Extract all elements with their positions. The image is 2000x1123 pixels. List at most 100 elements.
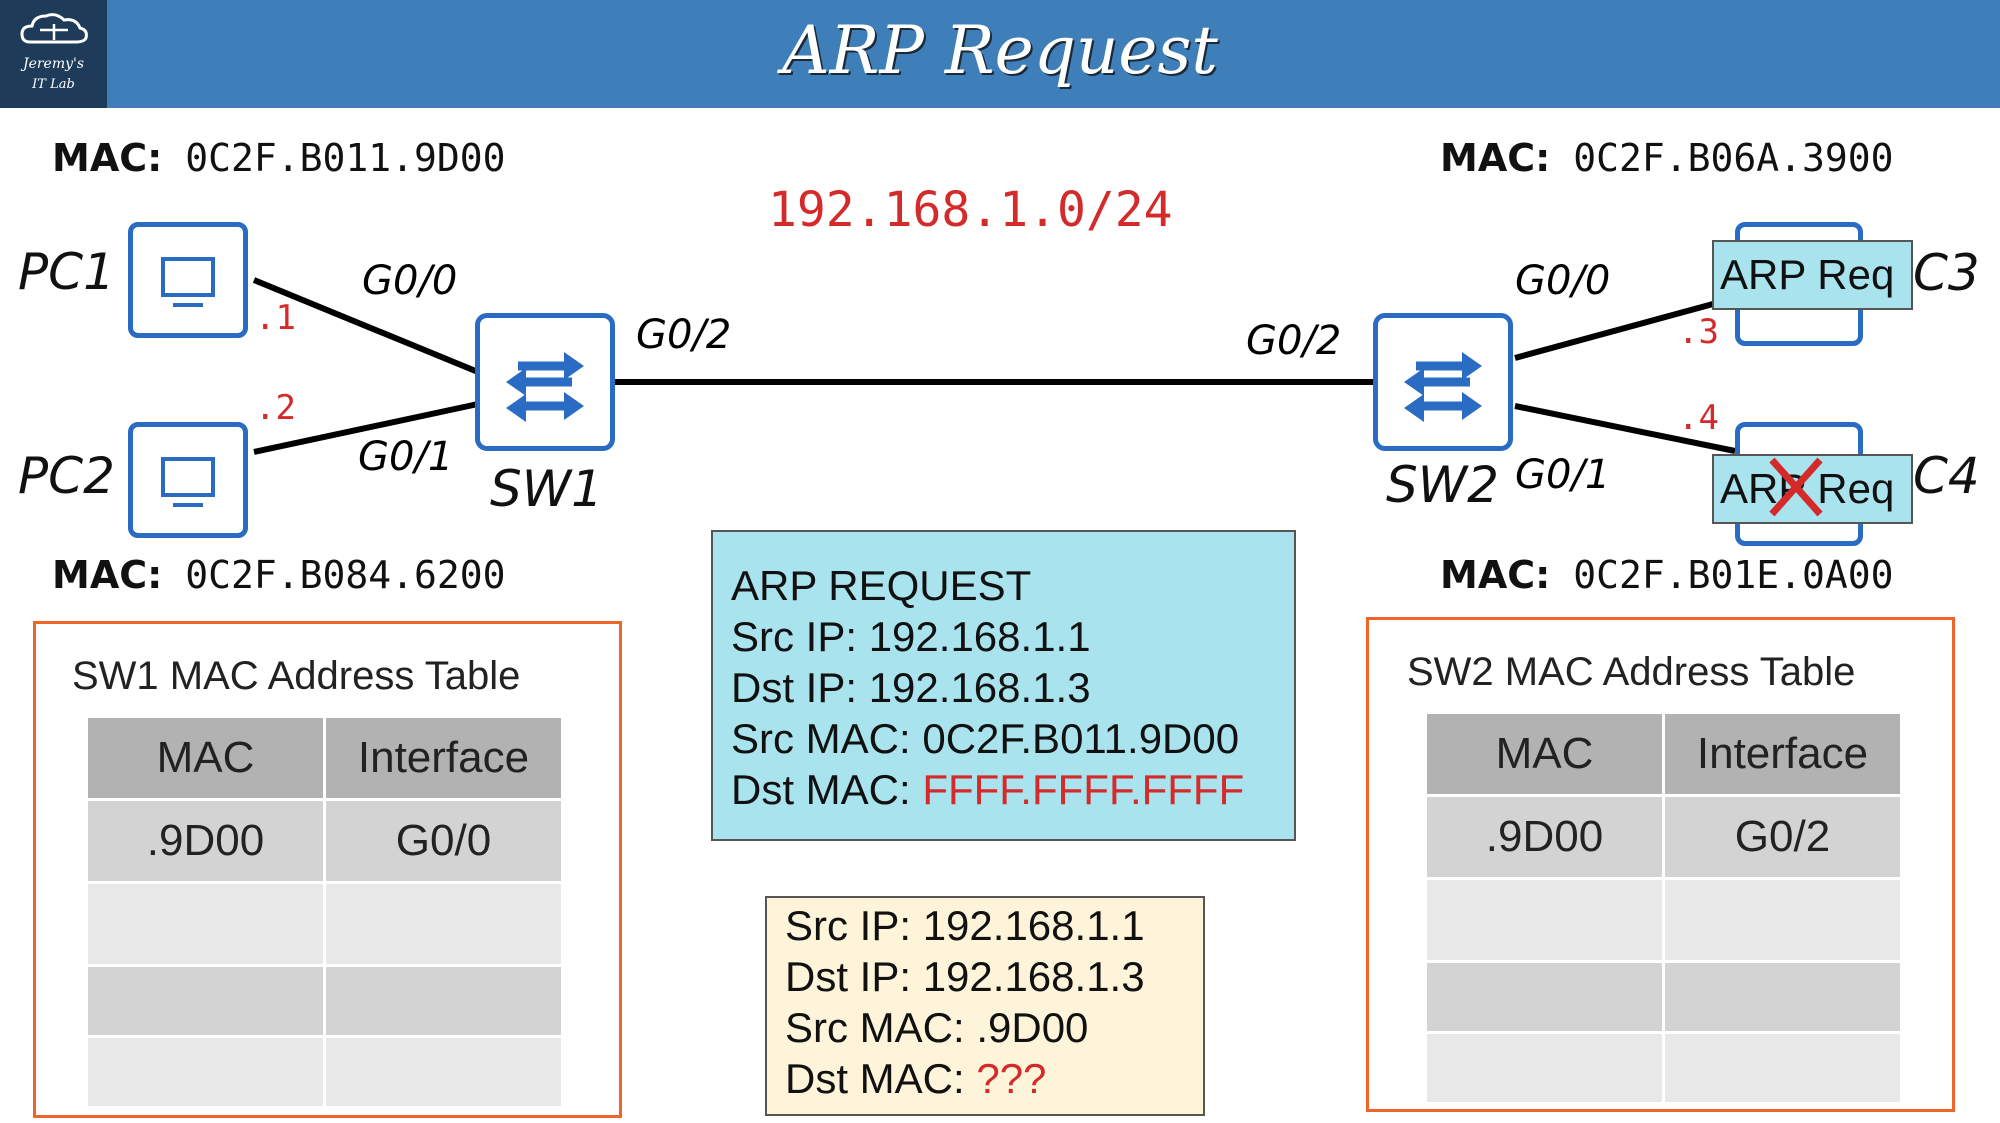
table-row (1427, 963, 1900, 1031)
field-value: 192.168.1.3 (868, 664, 1091, 711)
logo-text-line1: Jeremy's (22, 56, 85, 72)
logo: Jeremy's IT Lab (0, 0, 107, 108)
field-label: Src IP: (785, 902, 912, 949)
pc2-label: PC2 (18, 447, 115, 505)
field-value: .9D00 (976, 1004, 1089, 1051)
pkt-src-mac: Src MAC: .9D00 (785, 1002, 1145, 1053)
pc1-mac-label: MAC: 0C2F.B011.9D00 (52, 136, 506, 180)
table-cell: .9D00 (1427, 797, 1662, 877)
table-header-cell: Interface (326, 718, 561, 798)
table-header-row: MAC Interface (1427, 714, 1900, 794)
table-row (1427, 1034, 1900, 1102)
sw2-label: SW2 (1386, 456, 1499, 514)
sw1-table-title: SW1 MAC Address Table (72, 654, 521, 698)
pc1-mac-value: 0C2F.B011.9D00 (185, 136, 506, 180)
arp-src-mac: Src MAC: 0C2F.B011.9D00 (731, 713, 1244, 764)
field-label: Src MAC: (731, 715, 911, 762)
table-cell (1427, 880, 1662, 960)
logo-text-line2: IT Lab (32, 77, 75, 92)
field-value: 192.168.1.1 (868, 613, 1091, 660)
table-row: .9D00 G0/2 (1427, 797, 1900, 877)
page-title: ARP Request (782, 12, 1218, 89)
sw1-label: SW1 (490, 460, 603, 518)
pc4-ip-suffix: .4 (1678, 398, 1719, 438)
field-value: 192.168.1.1 (922, 902, 1145, 949)
table-row (88, 1038, 561, 1106)
pc2-mac-label: MAC: 0C2F.B084.6200 (52, 553, 506, 597)
table-cell (1665, 880, 1900, 960)
pc3-label: C3 (1913, 244, 1980, 302)
table-header-cell: Interface (1665, 714, 1900, 794)
table-cell: G0/0 (326, 801, 561, 881)
computer-icon (161, 457, 215, 507)
pc3-ip-suffix: .3 (1678, 312, 1719, 352)
broadcast-mac: FFFF.FFFF.FFFF (922, 766, 1245, 813)
sw2-table-title: SW2 MAC Address Table (1407, 650, 1856, 694)
pc4-mac-value: 0C2F.B01E.0A00 (1573, 553, 1894, 597)
table-cell (1665, 963, 1900, 1031)
arp-request-box: ARP REQUEST Src IP: 192.168.1.1 Dst IP: … (711, 530, 1296, 841)
table-cell (1427, 1034, 1662, 1102)
cloud-logo-icon (20, 13, 88, 44)
sw1-g02-label: G0/2 (636, 312, 732, 358)
sw2-g01-label: G0/1 (1515, 452, 1611, 498)
mac-label-prefix: MAC: (52, 136, 163, 180)
table-header-row: MAC Interface (88, 718, 561, 798)
pc3-mac-value: 0C2F.B06A.3900 (1573, 136, 1894, 180)
packet-header-box: Src IP: 192.168.1.1 Dst IP: 192.168.1.3 … (765, 896, 1205, 1116)
pc2-ip-suffix: .2 (255, 388, 296, 428)
pc2-device[interactable] (128, 422, 248, 538)
sw1-g01-label: G0/1 (358, 434, 454, 480)
pc4-mac-label: MAC: 0C2F.B01E.0A00 (1440, 553, 1894, 597)
table-row (1427, 880, 1900, 960)
pc4-label: C4 (1913, 447, 1980, 505)
field-label: Dst MAC: (785, 1055, 965, 1102)
table-cell: G0/2 (1665, 797, 1900, 877)
table-header-cell: MAC (88, 718, 323, 798)
table-cell: .9D00 (88, 801, 323, 881)
pc1-device[interactable] (128, 222, 248, 338)
field-label: Dst MAC: (731, 766, 911, 813)
pc1-ip-suffix: .1 (255, 298, 296, 338)
pkt-dst-mac: Dst MAC: ??? (785, 1053, 1145, 1104)
sw2-g02-label: G0/2 (1246, 318, 1342, 364)
sw2-mac-table: MAC Interface .9D00 G0/2 (1424, 711, 1903, 1105)
field-value: 0C2F.B011.9D00 (922, 715, 1240, 762)
sw2-device[interactable] (1373, 313, 1513, 451)
table-cell (1427, 963, 1662, 1031)
table-cell (88, 1038, 323, 1106)
field-label: Src MAC: (785, 1004, 965, 1051)
switch-icon (1404, 352, 1482, 422)
sw2-mac-table-panel: SW2 MAC Address Table MAC Interface .9D0… (1366, 617, 1955, 1112)
mac-label-prefix: MAC: (1440, 553, 1551, 597)
dropped-x-icon (1769, 457, 1823, 517)
field-label: Dst IP: (785, 953, 912, 1000)
table-row (88, 967, 561, 1035)
arp-request-title: ARP REQUEST (731, 562, 1032, 609)
link-sw2-pc4 (1514, 403, 1736, 454)
pkt-dst-ip: Dst IP: 192.168.1.3 (785, 951, 1145, 1002)
sw2-g00-label: G0/0 (1515, 258, 1611, 304)
table-cell (326, 884, 561, 964)
table-row: .9D00 G0/0 (88, 801, 561, 881)
mac-label-prefix: MAC: (52, 553, 163, 597)
field-label: Src IP: (731, 613, 858, 660)
field-label: Dst IP: (731, 664, 858, 711)
link-pc1-sw1 (252, 277, 480, 375)
sw1-mac-table: MAC Interface .9D00 G0/0 (85, 715, 564, 1109)
sw1-g00-label: G0/0 (362, 258, 458, 304)
field-value: 192.168.1.3 (922, 953, 1145, 1000)
table-cell (88, 884, 323, 964)
arp-dst-ip: Dst IP: 192.168.1.3 (731, 662, 1244, 713)
mac-label-prefix: MAC: (1440, 136, 1551, 180)
arp-src-ip: Src IP: 192.168.1.1 (731, 611, 1244, 662)
table-cell (326, 1038, 561, 1106)
table-cell (88, 967, 323, 1035)
pc2-mac-value: 0C2F.B084.6200 (185, 553, 506, 597)
link-pc2-sw1 (253, 401, 479, 455)
network-address: 192.168.1.0/24 (768, 182, 1173, 238)
link-sw2-pc3 (1514, 295, 1736, 361)
sw1-device[interactable] (475, 313, 615, 451)
computer-icon (161, 257, 215, 307)
table-row (88, 884, 561, 964)
